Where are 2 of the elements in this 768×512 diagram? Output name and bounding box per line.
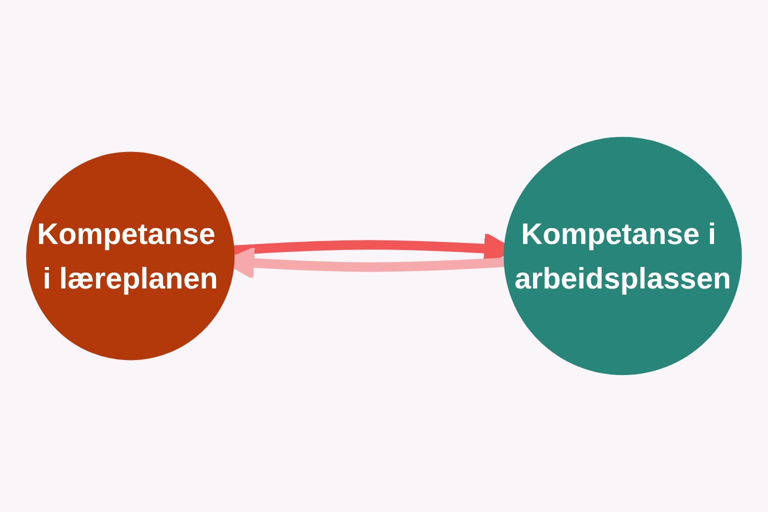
node-circle: Kompetanse i arbeidsplassen xyxy=(504,136,742,376)
node-circle: Kompetanse i læreplanen xyxy=(26,152,235,360)
